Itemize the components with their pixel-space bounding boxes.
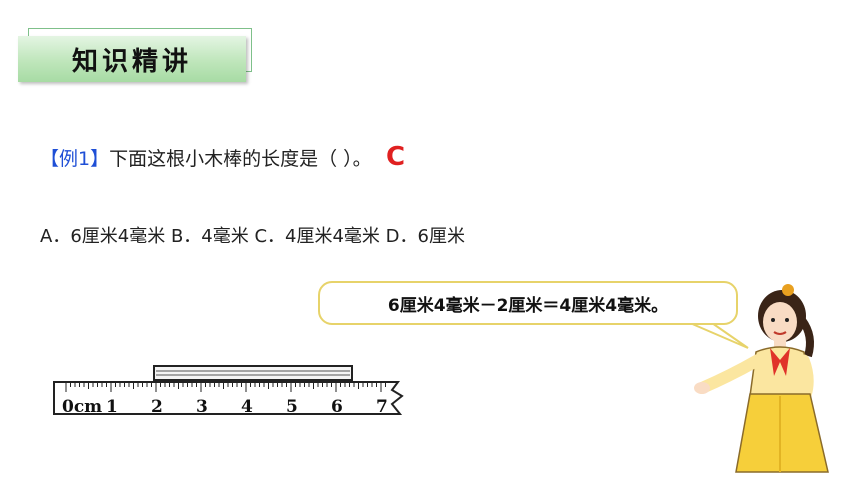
ruler-tick-label: 4 xyxy=(241,397,253,417)
ruler-tick-label: 7 xyxy=(376,397,388,417)
ruler-tick-label: 5 xyxy=(286,397,298,417)
choices-line: A．6厘米4毫米 B．4毫米 C．4厘米4毫米 D．6厘米 xyxy=(40,226,465,247)
answer-mark: C xyxy=(386,142,406,172)
ruler-body xyxy=(53,381,404,415)
speech-text: 6厘米4毫米－2厘米＝4厘米4毫米。 xyxy=(387,295,669,316)
ruler-tick-label: 3 xyxy=(196,397,208,417)
question-tag: 【例1】 xyxy=(40,148,110,170)
ruler-tick-label: 6 xyxy=(331,397,343,417)
ruler-unit-label: 0cm xyxy=(62,397,102,417)
section-title: 知识精讲 xyxy=(71,46,192,77)
speech-bubble: 6厘米4毫米－2厘米＝4厘米4毫米。 xyxy=(318,281,738,325)
section-title-box: 知识精讲 xyxy=(18,36,246,82)
ruler-tick-label: 2 xyxy=(151,397,163,417)
wooden-stick xyxy=(153,365,353,381)
ruler-figure: 0cm 1 2 3 4 5 6 7 xyxy=(53,365,404,417)
girl-illustration xyxy=(694,284,829,473)
ruler-tick-label: 1 xyxy=(106,397,118,417)
ruler-ticks xyxy=(65,383,386,392)
question-text: 下面这根小木棒的长度是（ ）。 xyxy=(109,148,372,170)
question-line: 【例1】下面这根小木棒的长度是（ ）。 xyxy=(40,144,372,171)
